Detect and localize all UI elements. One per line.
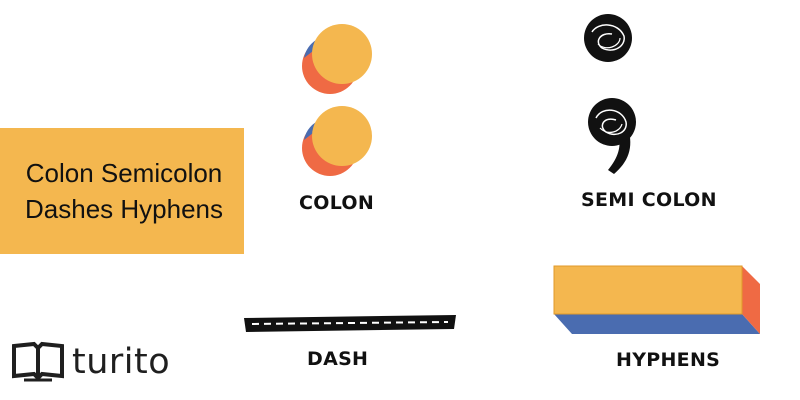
turito-logo: turito <box>10 340 170 384</box>
title-line-1: Colon Semicolon <box>25 158 223 188</box>
open-book-icon <box>12 341 64 382</box>
dash-label: DASH <box>307 348 369 370</box>
semicolon-illustration <box>584 14 636 174</box>
semicolon-comma <box>588 98 636 174</box>
hyphens-illustration <box>553 265 760 334</box>
hyphens-label: HYPHENS <box>616 349 721 371</box>
dash-illustration <box>244 315 456 332</box>
semicolon-dot <box>584 14 632 62</box>
title-box: Colon Semicolon Dashes Hyphens <box>0 128 244 254</box>
colon-top-dot <box>302 24 372 94</box>
colon-bottom-dot <box>302 106 372 176</box>
title-line-2: Dashes Hyphens <box>25 194 223 224</box>
colon-dots-illustration <box>302 24 372 176</box>
colon-label: COLON <box>299 192 375 214</box>
logo-text: turito <box>72 342 171 382</box>
semicolon-label: SEMI COLON <box>581 189 717 211</box>
